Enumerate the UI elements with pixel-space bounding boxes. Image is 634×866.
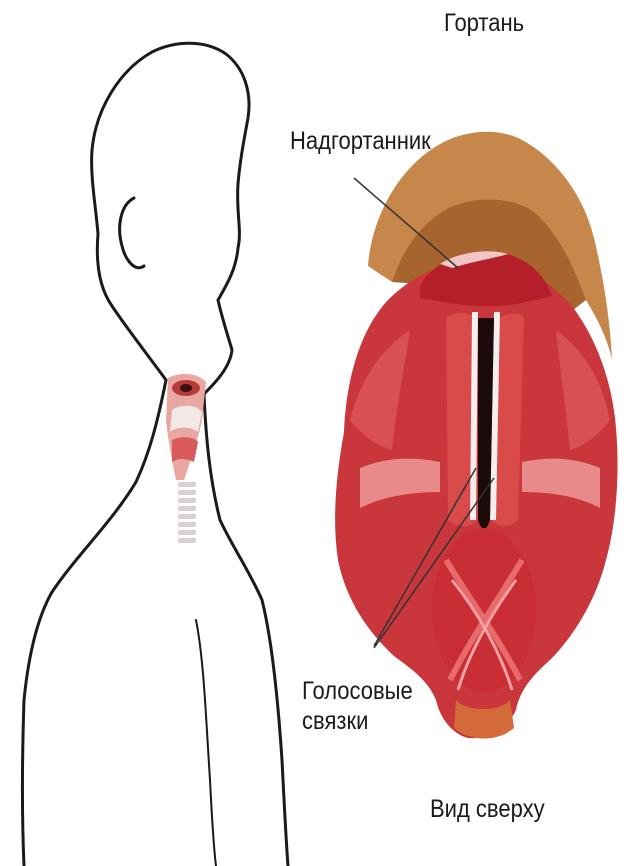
- vocal-cords-label-line2: связки: [302, 706, 413, 736]
- head-neck-outline: [92, 43, 249, 394]
- trachea-rings: [178, 482, 196, 543]
- view-label: Вид сверху: [430, 794, 545, 824]
- epiglottis-label: Надгортанник: [290, 126, 431, 156]
- vocal-cords-label: Голосовые связки: [302, 676, 413, 736]
- back-shoulder-outline: [23, 380, 167, 866]
- front-neck-chest-outline: [204, 394, 288, 866]
- title-label: Гортань: [444, 8, 524, 38]
- arm-outline: [196, 620, 216, 866]
- arytenoid-bundle: [432, 528, 536, 692]
- larynx-top-view: [335, 132, 617, 739]
- person-silhouette: [23, 43, 289, 866]
- vocal-cords-label-line1: Голосовые: [302, 676, 413, 706]
- ear-outline: [120, 198, 144, 268]
- neck-larynx: [166, 374, 206, 543]
